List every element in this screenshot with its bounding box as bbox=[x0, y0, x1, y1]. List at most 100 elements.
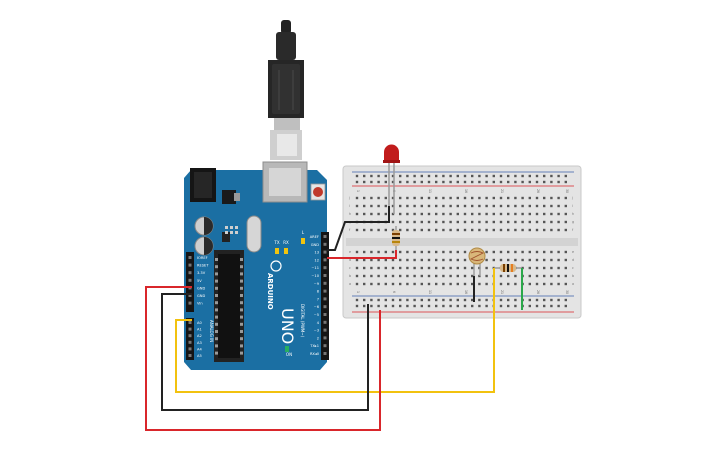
usb-cable-strain-relief bbox=[281, 20, 291, 34]
column-number: 6 bbox=[392, 291, 396, 293]
column-number: 16 bbox=[464, 189, 468, 193]
led-body bbox=[384, 144, 399, 162]
on-led bbox=[285, 346, 289, 352]
pin-label: A3 bbox=[197, 341, 202, 345]
pin-label: A5 bbox=[197, 354, 202, 358]
row-letter: b bbox=[349, 274, 351, 278]
column-number: 21 bbox=[500, 290, 504, 294]
pin-label: AREF bbox=[310, 235, 319, 239]
digital-header[interactable] bbox=[321, 232, 329, 360]
icsp-header bbox=[225, 226, 238, 234]
column-number: 30 bbox=[565, 290, 569, 294]
wire-red-5v-rail[interactable] bbox=[145, 286, 381, 431]
wire-yellow-a0[interactable] bbox=[175, 268, 495, 393]
row-letter: h bbox=[349, 212, 351, 216]
rx-led bbox=[284, 248, 288, 254]
pin-label: TX▸1 bbox=[309, 344, 319, 348]
column-number: 1 bbox=[356, 291, 360, 293]
header-pin-holes bbox=[188, 235, 327, 357]
pin-label: A2 bbox=[197, 334, 202, 338]
row-letter: h bbox=[572, 212, 574, 216]
rx-label: RX bbox=[283, 240, 289, 245]
pin-label: 7 bbox=[317, 297, 319, 301]
pin-label: Vin bbox=[197, 302, 203, 306]
row-letter: e bbox=[572, 250, 574, 254]
chip-pins bbox=[215, 258, 243, 355]
row-letter: f bbox=[349, 228, 351, 232]
pin-label: 2 bbox=[317, 336, 319, 340]
atmega-chip bbox=[218, 254, 240, 358]
l-label: L bbox=[302, 230, 305, 235]
crystal-oscillator bbox=[246, 215, 262, 253]
l-led bbox=[301, 238, 305, 244]
pin-label: GND bbox=[311, 243, 319, 247]
reset-button[interactable] bbox=[313, 187, 323, 197]
pin-label: ~5 bbox=[314, 313, 319, 317]
analog-header[interactable] bbox=[186, 318, 194, 360]
pin-label: 3.3V bbox=[197, 271, 206, 275]
row-letter: b bbox=[572, 274, 574, 278]
pin-label: ~9 bbox=[314, 282, 320, 286]
red-led[interactable] bbox=[383, 144, 400, 214]
column-number: 16 bbox=[464, 290, 468, 294]
pin-label: GND bbox=[197, 294, 205, 298]
column-number: 26 bbox=[536, 290, 540, 294]
row-letter: c bbox=[572, 266, 574, 270]
column-number: 11 bbox=[428, 290, 432, 294]
row-letter: i bbox=[349, 204, 350, 208]
pin-label: ~6 bbox=[314, 305, 320, 309]
pin-label: 5V bbox=[197, 279, 202, 283]
resistor-ldr[interactable] bbox=[494, 264, 522, 272]
pin-label: 8 bbox=[317, 290, 320, 294]
uno-model-text: UNO bbox=[278, 308, 297, 344]
wire-red-pin13[interactable] bbox=[327, 250, 397, 259]
arduino-uno-board[interactable]: TX RX L ON ARDUINO UNO DIGITAL (PWM~) AN… bbox=[184, 161, 329, 370]
row-letter: j bbox=[571, 196, 573, 200]
column-number: 21 bbox=[500, 189, 504, 193]
row-letter: a bbox=[572, 282, 574, 286]
wire-black-gnd-led[interactable] bbox=[327, 206, 390, 251]
pin-label: 13 bbox=[314, 251, 319, 255]
pin-label: IOREF bbox=[197, 256, 208, 260]
row-letter: d bbox=[572, 258, 574, 262]
resistor-led[interactable] bbox=[392, 226, 400, 250]
row-letter: g bbox=[572, 220, 574, 224]
arduino-brand-text: ARDUINO bbox=[266, 273, 274, 310]
row-letter: a bbox=[349, 282, 351, 286]
digital-label: DIGITAL (PWM~) bbox=[300, 304, 305, 338]
usb-plug-metal bbox=[274, 118, 300, 132]
column-number: 26 bbox=[536, 189, 540, 193]
usb-cable[interactable] bbox=[268, 20, 304, 160]
row-letter: e bbox=[349, 250, 351, 254]
pin-label: RESET bbox=[197, 264, 209, 268]
column-number: 30 bbox=[565, 189, 569, 193]
pin-label: RX◂0 bbox=[310, 352, 320, 356]
tx-label: TX bbox=[273, 240, 279, 245]
column-number: 11 bbox=[428, 189, 432, 193]
pin-label: ~3 bbox=[314, 329, 319, 333]
breadboard[interactable]: 116611111616212126263030 jjiihhggffeeddc… bbox=[342, 165, 582, 319]
row-letter: f bbox=[572, 228, 574, 232]
row-letter: i bbox=[572, 204, 573, 208]
row-letter: d bbox=[349, 258, 351, 262]
center-channel bbox=[346, 238, 578, 246]
pin-label: A1 bbox=[197, 328, 202, 332]
usb-cable-boot bbox=[276, 32, 296, 60]
breadboard-holes bbox=[355, 174, 567, 308]
power-header[interactable] bbox=[186, 252, 194, 312]
column-number: 1 bbox=[356, 190, 360, 192]
row-letter: c bbox=[349, 266, 351, 270]
photoresistor[interactable] bbox=[468, 247, 486, 276]
tx-led bbox=[275, 248, 279, 254]
pin-label: 12 bbox=[314, 258, 319, 262]
pin-label: A4 bbox=[197, 347, 202, 351]
on-label: ON bbox=[286, 352, 292, 357]
small-ic bbox=[222, 232, 230, 242]
wire-black-gnd-rail[interactable] bbox=[161, 293, 369, 411]
pin-label: ~11 bbox=[311, 266, 319, 270]
arduino-logo-icon bbox=[270, 260, 282, 272]
